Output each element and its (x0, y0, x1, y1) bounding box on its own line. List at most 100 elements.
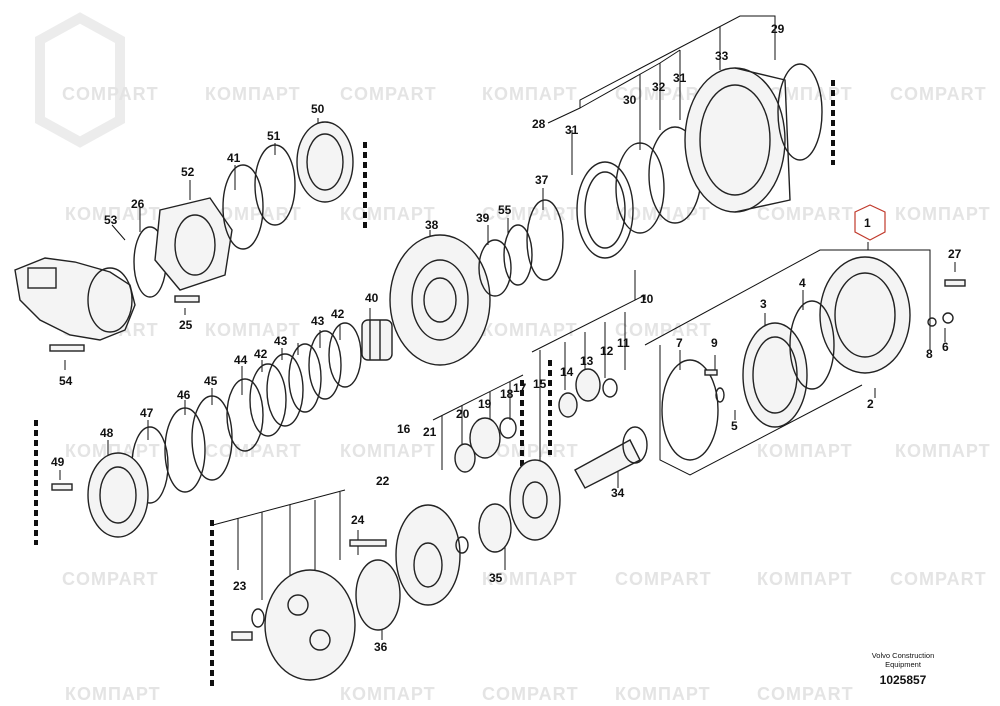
part-51-ring (254, 144, 296, 226)
watermark-compart: COMPART (615, 569, 712, 589)
part-38-hub (389, 234, 491, 366)
part-48-bearing (87, 452, 149, 538)
callout-49: 49 (51, 455, 65, 469)
part-24-bolt (349, 539, 387, 547)
part-17-washer (455, 536, 469, 554)
watermark-kompart: КОМПАРТ (482, 84, 578, 104)
watermark-compart: COMPART (482, 204, 579, 224)
callout-12: 12 (600, 344, 614, 358)
part-35-gear (478, 503, 512, 553)
drawing-number: 1025857 (880, 673, 927, 687)
callout-14: 14 (560, 365, 574, 379)
part-5-washer (715, 387, 725, 403)
watermark-kompart: КОМПАРТ (895, 204, 991, 224)
watermark-compart: COMPART (205, 441, 302, 461)
watermark-compart: COMPART (615, 320, 712, 340)
callout-43: 43 (274, 334, 288, 348)
part-42-disc (249, 363, 287, 437)
callout-42: 42 (254, 347, 268, 361)
callout-24: 24 (351, 513, 365, 527)
watermark-kompart: КОМПАРТ (757, 569, 853, 589)
watermark-kompart: КОМПАРТ (615, 684, 711, 704)
part-13-gear (575, 368, 601, 402)
part-25-bolt (174, 295, 200, 303)
watermark-kompart: КОМПАРТ (340, 684, 436, 704)
watermark-kompart: КОМПАРТ (615, 204, 711, 224)
callout-54: 54 (59, 374, 73, 388)
part-44-disc (226, 378, 264, 452)
watermark-compart: COMPART (482, 441, 579, 461)
part-43-plate (266, 353, 304, 427)
callout-labels: 1 2 3 4 5 6 7 8 9 10 11 12 13 14 15 16 1… (51, 22, 962, 654)
watermark-compart: COMPART (340, 84, 437, 104)
callout-38: 38 (425, 218, 439, 232)
watermark-kompart: КОМПАРТ (340, 441, 436, 461)
callout-13: 13 (580, 354, 594, 368)
watermark-compart: COMPART (757, 204, 854, 224)
watermark-kompart: КОМПАРТ (205, 320, 301, 340)
callout-44: 44 (234, 353, 248, 367)
callout-27: 27 (948, 247, 962, 261)
part-36-gear (355, 559, 401, 631)
watermark-compart: COMPART (890, 84, 987, 104)
watermark-kompart: КОМПАРТ (65, 204, 161, 224)
watermark-kompart: КОМПАРТ (65, 684, 161, 704)
part-23-pin (231, 631, 253, 641)
part-41-o-ring (222, 164, 264, 250)
part-45-o-ring (191, 395, 233, 481)
callout-33: 33 (715, 49, 729, 63)
part-29-ring (777, 63, 823, 161)
part-3-ring-gear (742, 322, 808, 428)
callout-36: 36 (374, 640, 388, 654)
callout-22: 22 (376, 474, 390, 488)
watermark-compart: COMPART (62, 569, 159, 589)
callout-55: 55 (498, 203, 512, 217)
callout-47: 47 (140, 406, 154, 420)
part-27-bolt (944, 279, 966, 287)
watermark-kompart: КОМПАРТ (205, 84, 301, 104)
part-30-bearing (615, 142, 665, 234)
callout-31: 31 (565, 123, 579, 137)
part-46-o-ring (164, 407, 206, 493)
callout-41: 41 (227, 151, 241, 165)
callout-2: 2 (867, 397, 874, 411)
watermark-compart: COMPART (615, 84, 712, 104)
part-55-ring (503, 224, 533, 286)
callout-28: 28 (532, 117, 546, 131)
callout-hexagon-1 (854, 204, 886, 241)
callout-8: 8 (926, 347, 933, 361)
callout-10: 10 (640, 292, 654, 306)
callout-11: 11 (617, 336, 630, 350)
callout-26: 26 (131, 197, 145, 211)
part-23-bearing (251, 608, 265, 628)
callout-16: 16 (397, 422, 411, 436)
callout-53: 53 (104, 213, 118, 227)
watermark-compart: COMPART (62, 84, 159, 104)
callout-50: 50 (311, 102, 325, 116)
callout-5: 5 (731, 419, 738, 433)
hydraulic-motor (14, 257, 136, 341)
callout-3: 3 (760, 297, 767, 311)
callout-21: 21 (423, 425, 437, 439)
callout-30: 30 (623, 93, 637, 107)
watermark-compart: COMPART (205, 204, 302, 224)
group-brackets (34, 80, 835, 688)
callout-52: 52 (181, 165, 195, 179)
callout-43: 43 (311, 314, 325, 328)
watermark-kompart: КОМПАРТ (482, 320, 578, 340)
part-4-ring (789, 300, 835, 390)
callout-46: 46 (177, 388, 191, 402)
brand-line-2: Equipment (885, 660, 922, 669)
callout-18: 18 (500, 387, 514, 401)
callout-45: 45 (204, 374, 218, 388)
part-2-housing (819, 256, 911, 374)
callout-1: 1 (864, 216, 871, 230)
callout-39: 39 (476, 211, 490, 225)
part-39-ring (478, 239, 512, 297)
callout-6: 6 (942, 340, 949, 354)
watermark-compart: COMPART (757, 684, 854, 704)
part-8-washer (927, 317, 937, 327)
callout-15: 15 (533, 377, 547, 391)
part-50-seal (296, 121, 354, 203)
callout-20: 20 (456, 407, 470, 421)
